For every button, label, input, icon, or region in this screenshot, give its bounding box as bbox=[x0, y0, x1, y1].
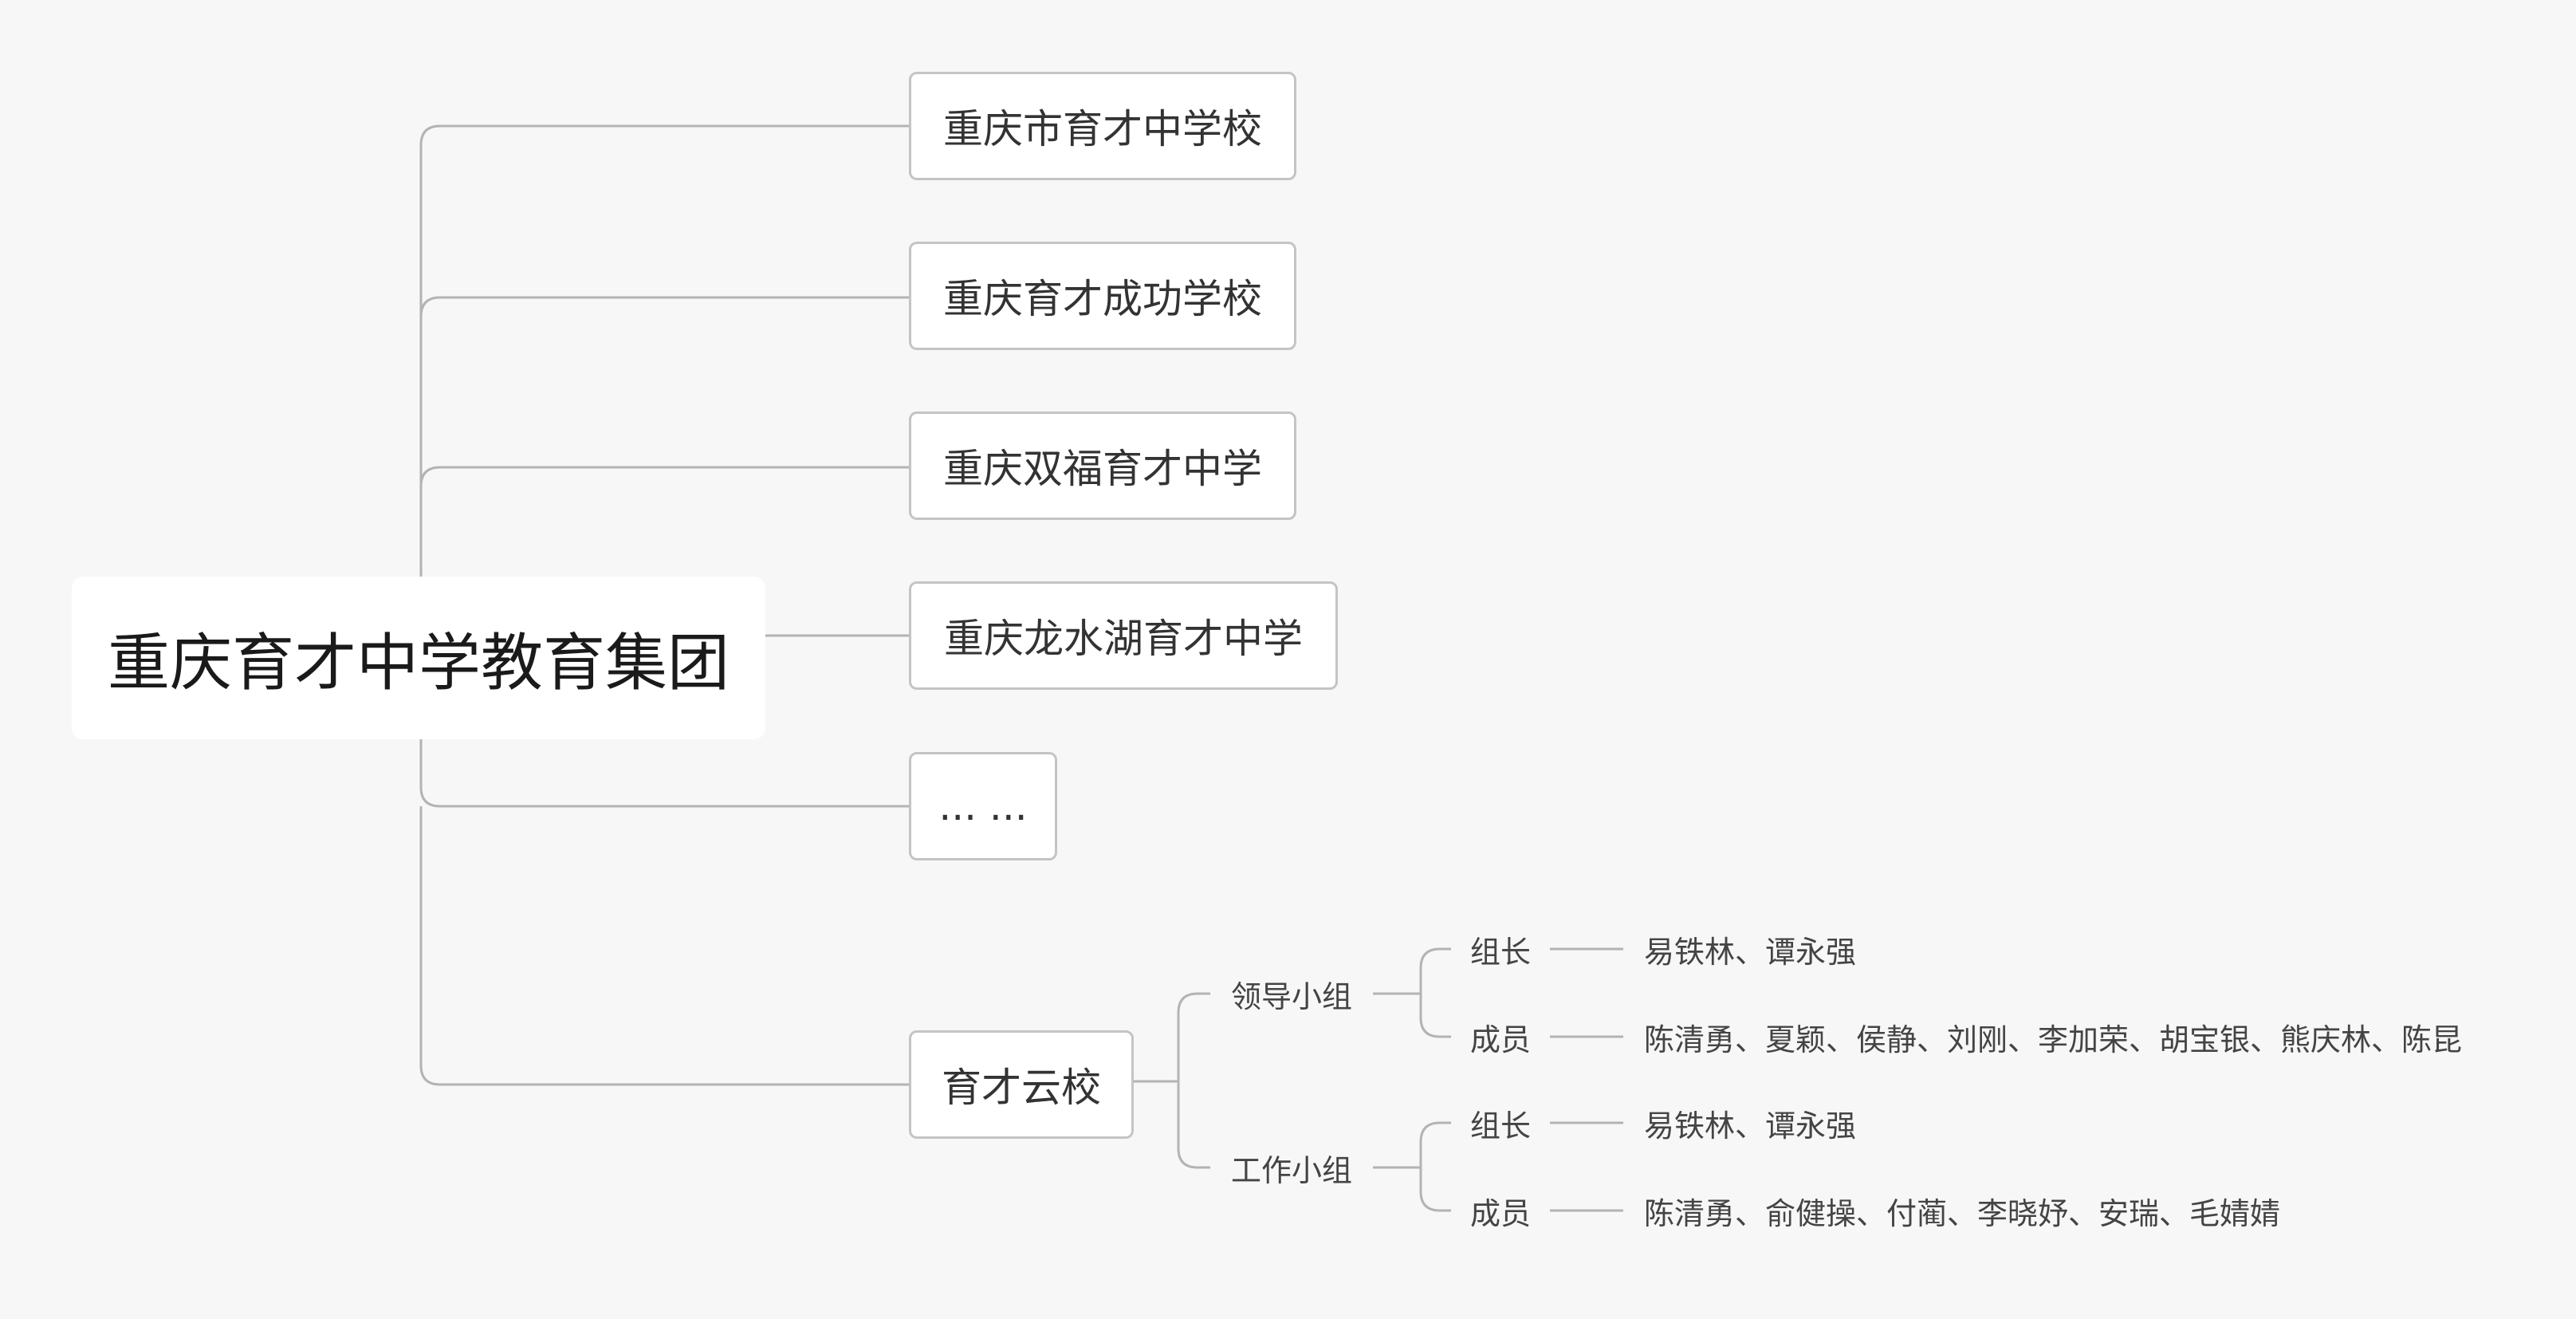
connector-role-members bbox=[1550, 947, 1623, 1212]
role-members-1[interactable]: 成员 bbox=[1469, 1022, 1531, 1057]
member-names-2[interactable]: 陈清勇、俞健操、付蔺、李晓妤、安瑞、毛婧婧 bbox=[1644, 1195, 2281, 1231]
leader-names-2[interactable]: 易铁林、谭永强 bbox=[1644, 1108, 1857, 1144]
connector-trunk bbox=[419, 124, 909, 577]
role-leader-1[interactable]: 组长 bbox=[1469, 934, 1531, 970]
connector-group-1-roles bbox=[1373, 947, 1451, 1038]
branch-node-ellipsis[interactable]: ... ... bbox=[909, 752, 1057, 860]
role-leader-2[interactable]: 组长 bbox=[1469, 1108, 1531, 1144]
connector-branch-6 bbox=[419, 806, 909, 1086]
connector-branch-5 bbox=[419, 739, 909, 808]
branch-node-4[interactable]: 重庆龙水湖育才中学 bbox=[909, 581, 1338, 690]
connector-branch-3 bbox=[419, 466, 909, 487]
connector-cloud-groups bbox=[1134, 992, 1210, 1169]
branch-node-2[interactable]: 重庆育才成功学校 bbox=[909, 242, 1296, 350]
branch-node-cloud-school[interactable]: 育才云校 bbox=[909, 1030, 1134, 1139]
branch-node-3[interactable]: 重庆双福育才中学 bbox=[909, 411, 1296, 520]
member-names-1[interactable]: 陈清勇、夏颖、侯静、刘刚、李加荣、胡宝银、熊庆林、陈昆 bbox=[1644, 1022, 2463, 1057]
role-members-2[interactable]: 成员 bbox=[1469, 1195, 1531, 1231]
root-node[interactable]: 重庆育才中学教育集团 bbox=[72, 577, 765, 739]
group-working[interactable]: 工作小组 bbox=[1230, 1152, 1352, 1188]
group-leadership[interactable]: 领导小组 bbox=[1230, 978, 1352, 1014]
connector-branch-2 bbox=[419, 296, 909, 317]
leader-names-1[interactable]: 易铁林、谭永强 bbox=[1644, 934, 1857, 970]
branch-node-1[interactable]: 重庆市育才中学校 bbox=[909, 72, 1296, 180]
connector-group-2-roles bbox=[1373, 1121, 1451, 1212]
